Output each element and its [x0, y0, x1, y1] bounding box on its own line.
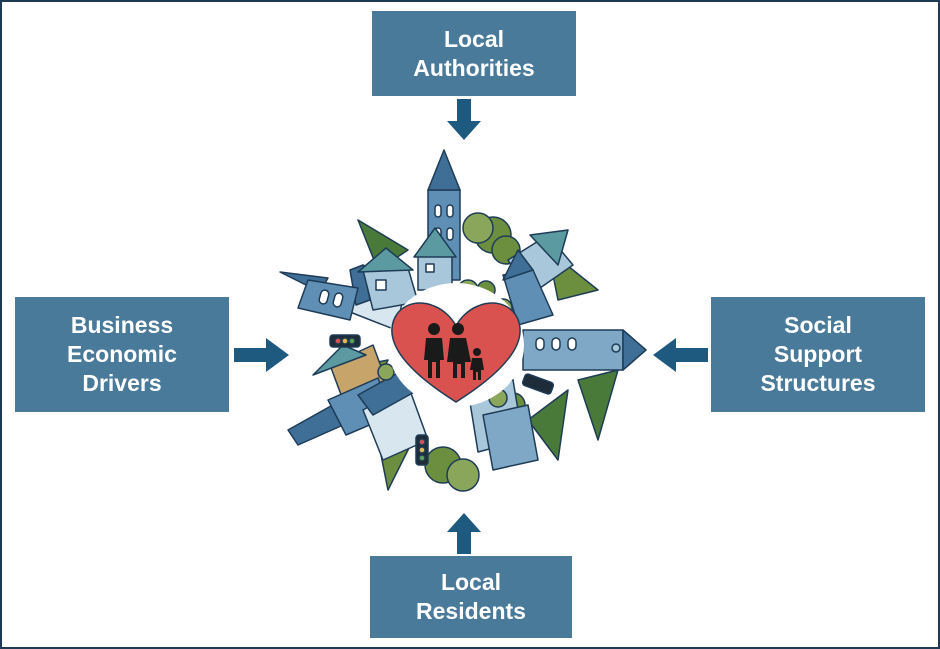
arrow-right-icon: [234, 338, 289, 372]
arrow-left-icon: [653, 338, 708, 372]
arrow-down-icon: [447, 99, 481, 140]
family-heart-icon: [391, 302, 521, 403]
box-line: Structures: [760, 370, 876, 396]
town-buildings-illustration: [279, 149, 647, 492]
box-line: Business: [70, 312, 174, 338]
box-line: Social: [784, 312, 852, 338]
box-line: Authorities: [413, 54, 535, 81]
local-authorities-box: Local Authorities: [372, 11, 576, 96]
box-line: Economic: [67, 341, 177, 367]
local-residents-box: Local Residents: [370, 556, 572, 638]
box-line: Drivers: [82, 370, 162, 396]
social-support-structures-box: Social Support Structures: [711, 297, 925, 412]
business-economic-drivers-box: Business Economic Drivers: [15, 297, 229, 412]
box-line: Local: [440, 569, 502, 595]
box-line: Residents: [416, 598, 526, 624]
arrow-up-icon: [447, 513, 481, 554]
box-line: Support: [773, 341, 863, 367]
box-line: Local: [443, 25, 505, 52]
